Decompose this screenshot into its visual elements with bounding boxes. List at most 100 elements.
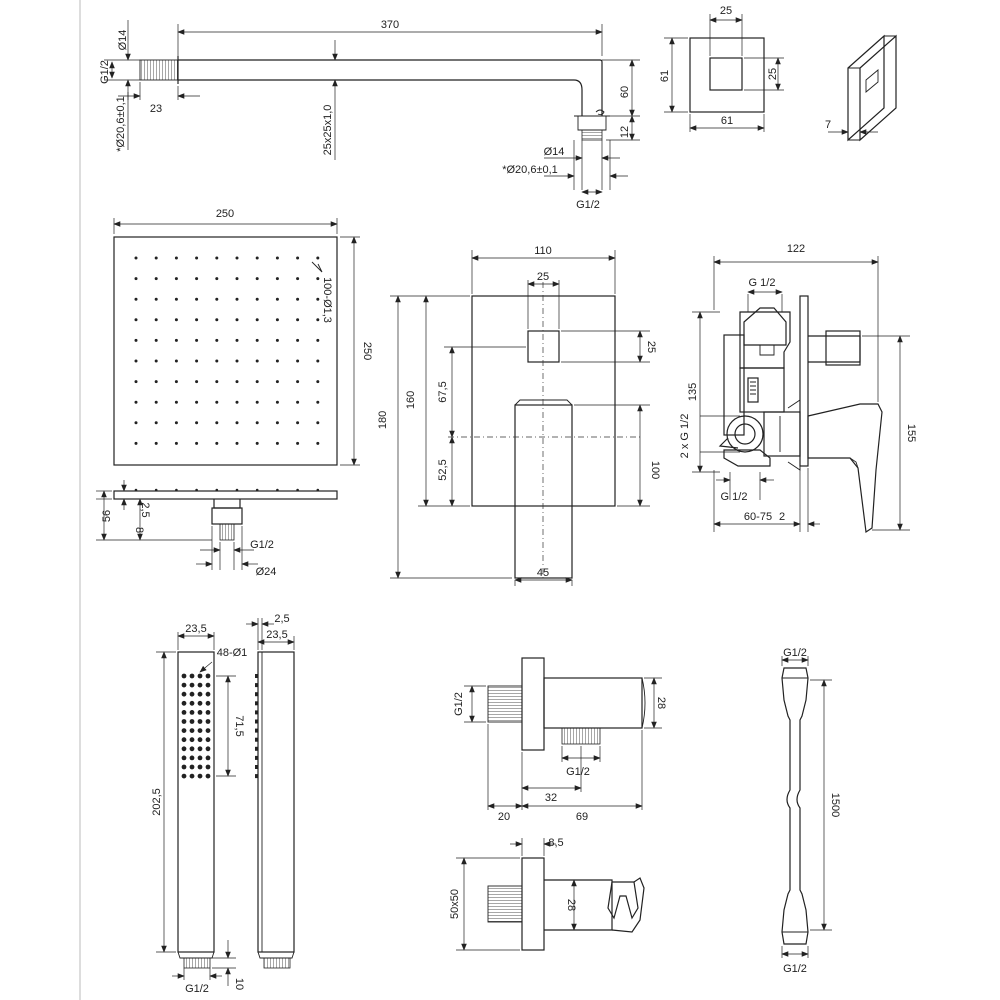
head-label-d24: Ø24: [256, 566, 277, 578]
wall-flange-view: 25 61 25 61 7: [659, 5, 897, 142]
nozzle-dot: [215, 318, 219, 322]
nozzle-dot: [174, 421, 178, 425]
nozzle-dot: [174, 277, 178, 281]
nozzle-dot: [316, 359, 320, 363]
nozzle-dot: [215, 400, 219, 404]
hand-side-nozzle: [255, 710, 258, 715]
nozzle-dot: [154, 338, 158, 342]
nozzle-dot: [174, 380, 178, 384]
nozzle-dot: [195, 338, 199, 342]
hand-nozzle-dot: [181, 728, 187, 733]
nozzle-grid: [134, 256, 320, 445]
hand-nozzle-dot: [197, 691, 203, 697]
nozzle-dot: [255, 421, 259, 425]
arm-thread: [139, 59, 179, 81]
elbow-label-28: 28: [655, 697, 667, 709]
plate-label-525: 52,5: [437, 459, 449, 480]
arm-label-370: 370: [381, 19, 399, 31]
plate-label-25t: 25: [537, 271, 549, 283]
hand-side-nozzle: [255, 728, 258, 733]
hand-side-nozzle: [255, 746, 258, 751]
nozzle-dot: [275, 400, 279, 404]
nozzle-dot: [296, 359, 300, 363]
side-nozzle-dot: [235, 488, 239, 492]
hand-nozzle-dot: [205, 673, 211, 679]
plate-label-110: 110: [534, 245, 552, 257]
hose-label-g12t: G1/2: [783, 647, 807, 659]
hand-nozzle-dot: [181, 719, 187, 724]
nozzle-dot: [316, 297, 320, 301]
hand-label-holes: 48-Ø1: [217, 647, 248, 659]
shower-head-view: 250 250 100-Ø1,3 56 2,5 8 G1/2 Ø24: [96, 208, 373, 578]
nozzle-dot: [195, 256, 199, 260]
nozzle-dot: [275, 277, 279, 281]
side-nozzle-dot: [316, 488, 320, 492]
hand-nozzle-dot: [205, 746, 211, 752]
hand-side-nozzle: [255, 674, 258, 678]
nozzle-dot: [215, 277, 219, 281]
nozzle-dot: [154, 297, 158, 301]
nozzle-dot: [235, 359, 239, 363]
side-nozzle-dot: [134, 488, 138, 492]
shower-hose-view: G1/2 1500 G1/2: [781, 647, 841, 975]
nozzle-dot: [255, 400, 259, 404]
hose-label-g12b: G1/2: [783, 963, 807, 975]
hand-nozzle-dot: [181, 710, 187, 715]
side-nozzle-row: [134, 488, 320, 492]
flange-label-25: 25: [720, 5, 732, 17]
hand-nozzle-dot: [189, 728, 195, 733]
hand-nozzle-dot: [197, 764, 203, 770]
hand-nozzle-dot: [205, 764, 211, 770]
hand-side-nozzle: [255, 765, 258, 769]
hand-nozzle-dot: [205, 719, 211, 724]
hand-nozzle-dot: [197, 710, 203, 715]
nozzle-dot: [154, 400, 158, 404]
nozzle-dot: [255, 338, 259, 342]
trim-plate-view: 110 25 180 160 67,5 52,5 25 100 45: [377, 245, 661, 586]
nozzle-dot: [174, 441, 178, 445]
nozzle-dot: [296, 256, 300, 260]
head-label-250h: 250: [361, 342, 373, 360]
nozzle-dot: [215, 359, 219, 363]
hand-side-nozzle: [255, 774, 258, 779]
head-label-8: 8: [133, 527, 145, 533]
hand-nozzle-dot: [189, 737, 195, 743]
nozzle-dot: [255, 277, 259, 281]
hand-nozzle-dot: [189, 773, 195, 779]
nozzle-dot: [296, 421, 300, 425]
concealed-valve-view: 122 G 1/2 135 2 x G 1/2 155 G 1/2 60-75 …: [679, 243, 917, 534]
hand-nozzle-dot: [205, 691, 211, 697]
arm-label-g12: G1/2: [99, 60, 111, 84]
nozzle-dot: [174, 359, 178, 363]
valve-label-2: 2: [779, 511, 785, 523]
hand-side-nozzle: [255, 737, 258, 742]
nozzle-dot: [235, 338, 239, 342]
nozzle-dot: [134, 441, 138, 445]
nozzle-dot: [275, 256, 279, 260]
hand-side-nozzle: [255, 692, 258, 697]
nozzle-dot: [174, 256, 178, 260]
nozzle-dot: [134, 318, 138, 322]
hand-nozzle-dot: [181, 764, 187, 770]
hand-nozzle-dot: [205, 728, 211, 733]
hand-nozzle-dot: [189, 691, 195, 697]
hand-nozzle-dot: [197, 737, 203, 743]
nozzle-dot: [316, 400, 320, 404]
wall-elbow-view: G1/2 28 G1/2 32 20 69: [453, 657, 667, 823]
elbow-label-32: 32: [545, 792, 557, 804]
valve-label-122: 122: [787, 243, 805, 255]
nozzle-dot: [195, 297, 199, 301]
nozzle-dot: [154, 256, 158, 260]
hand-label-10: 10: [233, 978, 245, 990]
nozzle-dot: [275, 338, 279, 342]
hand-nozzle-dot: [205, 682, 211, 688]
hand-label-25: 2,5: [274, 613, 289, 625]
plate-label-160: 160: [405, 391, 417, 409]
nozzle-dot: [195, 441, 199, 445]
nozzle-dot: [235, 277, 239, 281]
nozzle-dot: [316, 441, 320, 445]
hand-nozzle-dot: [181, 746, 187, 752]
hand-side-nozzle: [255, 755, 258, 760]
nozzle-dot: [275, 380, 279, 384]
hand-side-nozzle: [255, 701, 258, 706]
